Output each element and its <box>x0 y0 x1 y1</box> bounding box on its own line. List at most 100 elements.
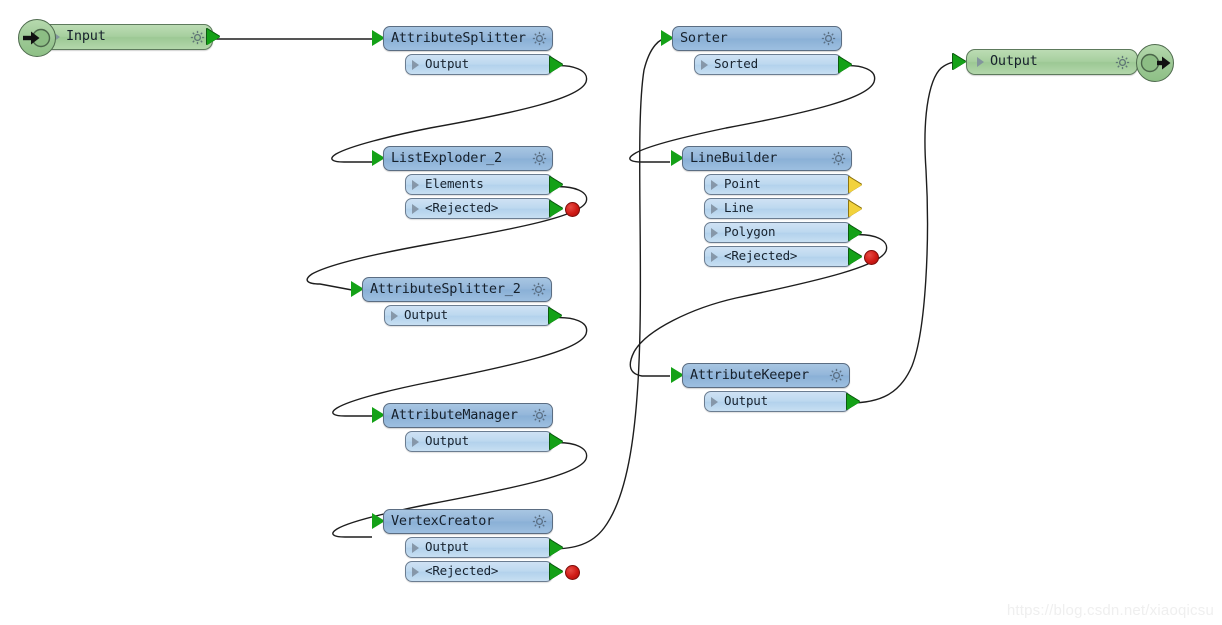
port-label-vertexcreator-1: <Rejected> <box>425 563 499 579</box>
gear-icon[interactable] <box>530 281 547 298</box>
input-port-arrow-attributekeeper[interactable] <box>671 367 684 383</box>
port-list-listexploder_2: Elements <Rejected> <box>405 174 580 219</box>
transformer-name-attributekeeper: AttributeKeeper <box>690 366 809 383</box>
gear-icon[interactable] <box>189 29 206 46</box>
output-port-listexploder_2-1[interactable]: <Rejected> <box>405 198 580 219</box>
output-port-linebuilder-1[interactable]: Line <box>704 198 862 219</box>
input-port-arrow-linebuilder[interactable] <box>671 150 684 166</box>
writer-node-output[interactable]: Output <box>953 44 1174 82</box>
port-caret-icon <box>711 396 718 407</box>
input-port-arrow-sorter[interactable] <box>661 30 674 46</box>
port-label-linebuilder-3: <Rejected> <box>724 248 798 264</box>
transformer-header-sorter[interactable]: Sorter <box>672 26 842 51</box>
input-port-arrow-vertexcreator[interactable] <box>372 513 385 529</box>
port-arrow-attributekeeper-0[interactable] <box>847 394 860 410</box>
gear-icon[interactable] <box>820 30 837 47</box>
input-port-arrow-attributesplitter_2[interactable] <box>351 281 364 297</box>
output-port-sorter-0[interactable]: Sorted <box>694 54 852 75</box>
gear-icon[interactable] <box>531 513 548 530</box>
output-port-vertexcreator-1[interactable]: <Rejected> <box>405 561 580 582</box>
port-arrow-listexploder_2-0[interactable] <box>550 177 563 193</box>
transformer-header-attributemanager[interactable]: AttributeManager <box>383 403 553 428</box>
port-caret-icon <box>412 59 419 70</box>
transformer-name-attributemanager: AttributeManager <box>391 406 518 423</box>
transformer-header-linebuilder[interactable]: LineBuilder <box>682 146 852 171</box>
port-arrow-linebuilder-1[interactable] <box>849 201 862 217</box>
transformer-header-listexploder_2[interactable]: ListExploder_2 <box>383 146 553 171</box>
port-arrow-vertexcreator-0[interactable] <box>550 540 563 556</box>
port-label-listexploder_2-1: <Rejected> <box>425 200 499 216</box>
output-port-attributesplitter_2-0[interactable]: Output <box>384 305 562 326</box>
port-arrow-linebuilder-2[interactable] <box>849 225 862 241</box>
transformer-header-attributekeeper[interactable]: AttributeKeeper <box>682 363 850 388</box>
output-port-linebuilder-0[interactable]: Point <box>704 174 862 195</box>
port-caret-icon <box>711 179 718 190</box>
gear-icon[interactable] <box>531 407 548 424</box>
rejected-terminator-linebuilder-3[interactable] <box>864 250 879 265</box>
port-label-linebuilder-0: Point <box>724 176 761 192</box>
input-port-arrow-attributemanager[interactable] <box>372 407 385 423</box>
gear-icon[interactable] <box>828 367 845 384</box>
input-port-arrow-attributesplitter[interactable] <box>372 30 385 46</box>
writer-bar[interactable]: Output <box>966 49 1138 75</box>
output-port-attributemanager-0[interactable]: Output <box>405 431 563 452</box>
port-arrow-linebuilder-3[interactable] <box>849 249 862 265</box>
writer-input-arrow[interactable] <box>953 54 966 70</box>
output-port-attributekeeper-0[interactable]: Output <box>704 391 860 412</box>
port-label-linebuilder-1: Line <box>724 200 754 216</box>
input-port-arrow-listexploder_2[interactable] <box>372 150 385 166</box>
circle-into-arrow-icon <box>1140 53 1171 73</box>
port-caret-icon <box>711 227 718 238</box>
output-port-vertexcreator-0[interactable]: Output <box>405 537 563 558</box>
reader-icon-circle[interactable] <box>18 19 56 57</box>
port-list-sorter: Sorted <box>694 54 852 75</box>
writer-icon-circle[interactable] <box>1136 44 1174 82</box>
reader-output-arrow[interactable] <box>207 29 220 45</box>
rejected-terminator-listexploder_2-1[interactable] <box>565 202 580 217</box>
port-caret-icon <box>412 203 419 214</box>
port-list-attributekeeper: Output <box>704 391 860 412</box>
watermark-text: https://blog.csdn.net/xiaoqicsu <box>1006 602 1214 619</box>
port-caret-icon <box>412 566 419 577</box>
transformer-header-vertexcreator[interactable]: VertexCreator <box>383 509 553 534</box>
gear-icon[interactable] <box>830 150 847 167</box>
port-arrow-sorter-0[interactable] <box>839 57 852 73</box>
output-port-linebuilder-3[interactable]: <Rejected> <box>704 246 879 267</box>
reader-node-input[interactable]: Input <box>18 19 220 57</box>
port-label-attributesplitter-0: Output <box>425 56 469 72</box>
port-arrow-attributesplitter-0[interactable] <box>550 57 563 73</box>
rejected-terminator-vertexcreator-1[interactable] <box>565 565 580 580</box>
transformer-name-linebuilder: LineBuilder <box>690 149 778 166</box>
port-arrow-vertexcreator-1[interactable] <box>550 564 563 580</box>
port-arrow-linebuilder-0[interactable] <box>849 177 862 193</box>
transformer-header-attributesplitter_2[interactable]: AttributeSplitter_2 <box>362 277 552 302</box>
output-port-listexploder_2-0[interactable]: Elements <box>405 174 563 195</box>
gear-icon[interactable] <box>1114 54 1131 71</box>
transformer-header-attributesplitter[interactable]: AttributeSplitter <box>383 26 553 51</box>
port-arrow-attributemanager-0[interactable] <box>550 434 563 450</box>
gear-icon[interactable] <box>531 150 548 167</box>
gear-icon[interactable] <box>531 30 548 47</box>
port-caret-icon <box>391 310 398 321</box>
port-arrow-attributesplitter_2-0[interactable] <box>549 308 562 324</box>
output-port-attributesplitter-0[interactable]: Output <box>405 54 563 75</box>
transformer-name-attributesplitter_2: AttributeSplitter_2 <box>370 280 521 297</box>
port-arrow-listexploder_2-1[interactable] <box>550 201 563 217</box>
reader-bar[interactable]: Input <box>38 24 213 50</box>
transformer-name-sorter: Sorter <box>680 29 728 46</box>
output-port-linebuilder-2[interactable]: Polygon <box>704 222 862 243</box>
port-list-vertexcreator: Output <Rejected> <box>405 537 580 582</box>
port-label-attributekeeper-0: Output <box>724 393 768 409</box>
port-label-attributesplitter_2-0: Output <box>404 307 448 323</box>
port-label-sorter-0: Sorted <box>714 56 758 72</box>
